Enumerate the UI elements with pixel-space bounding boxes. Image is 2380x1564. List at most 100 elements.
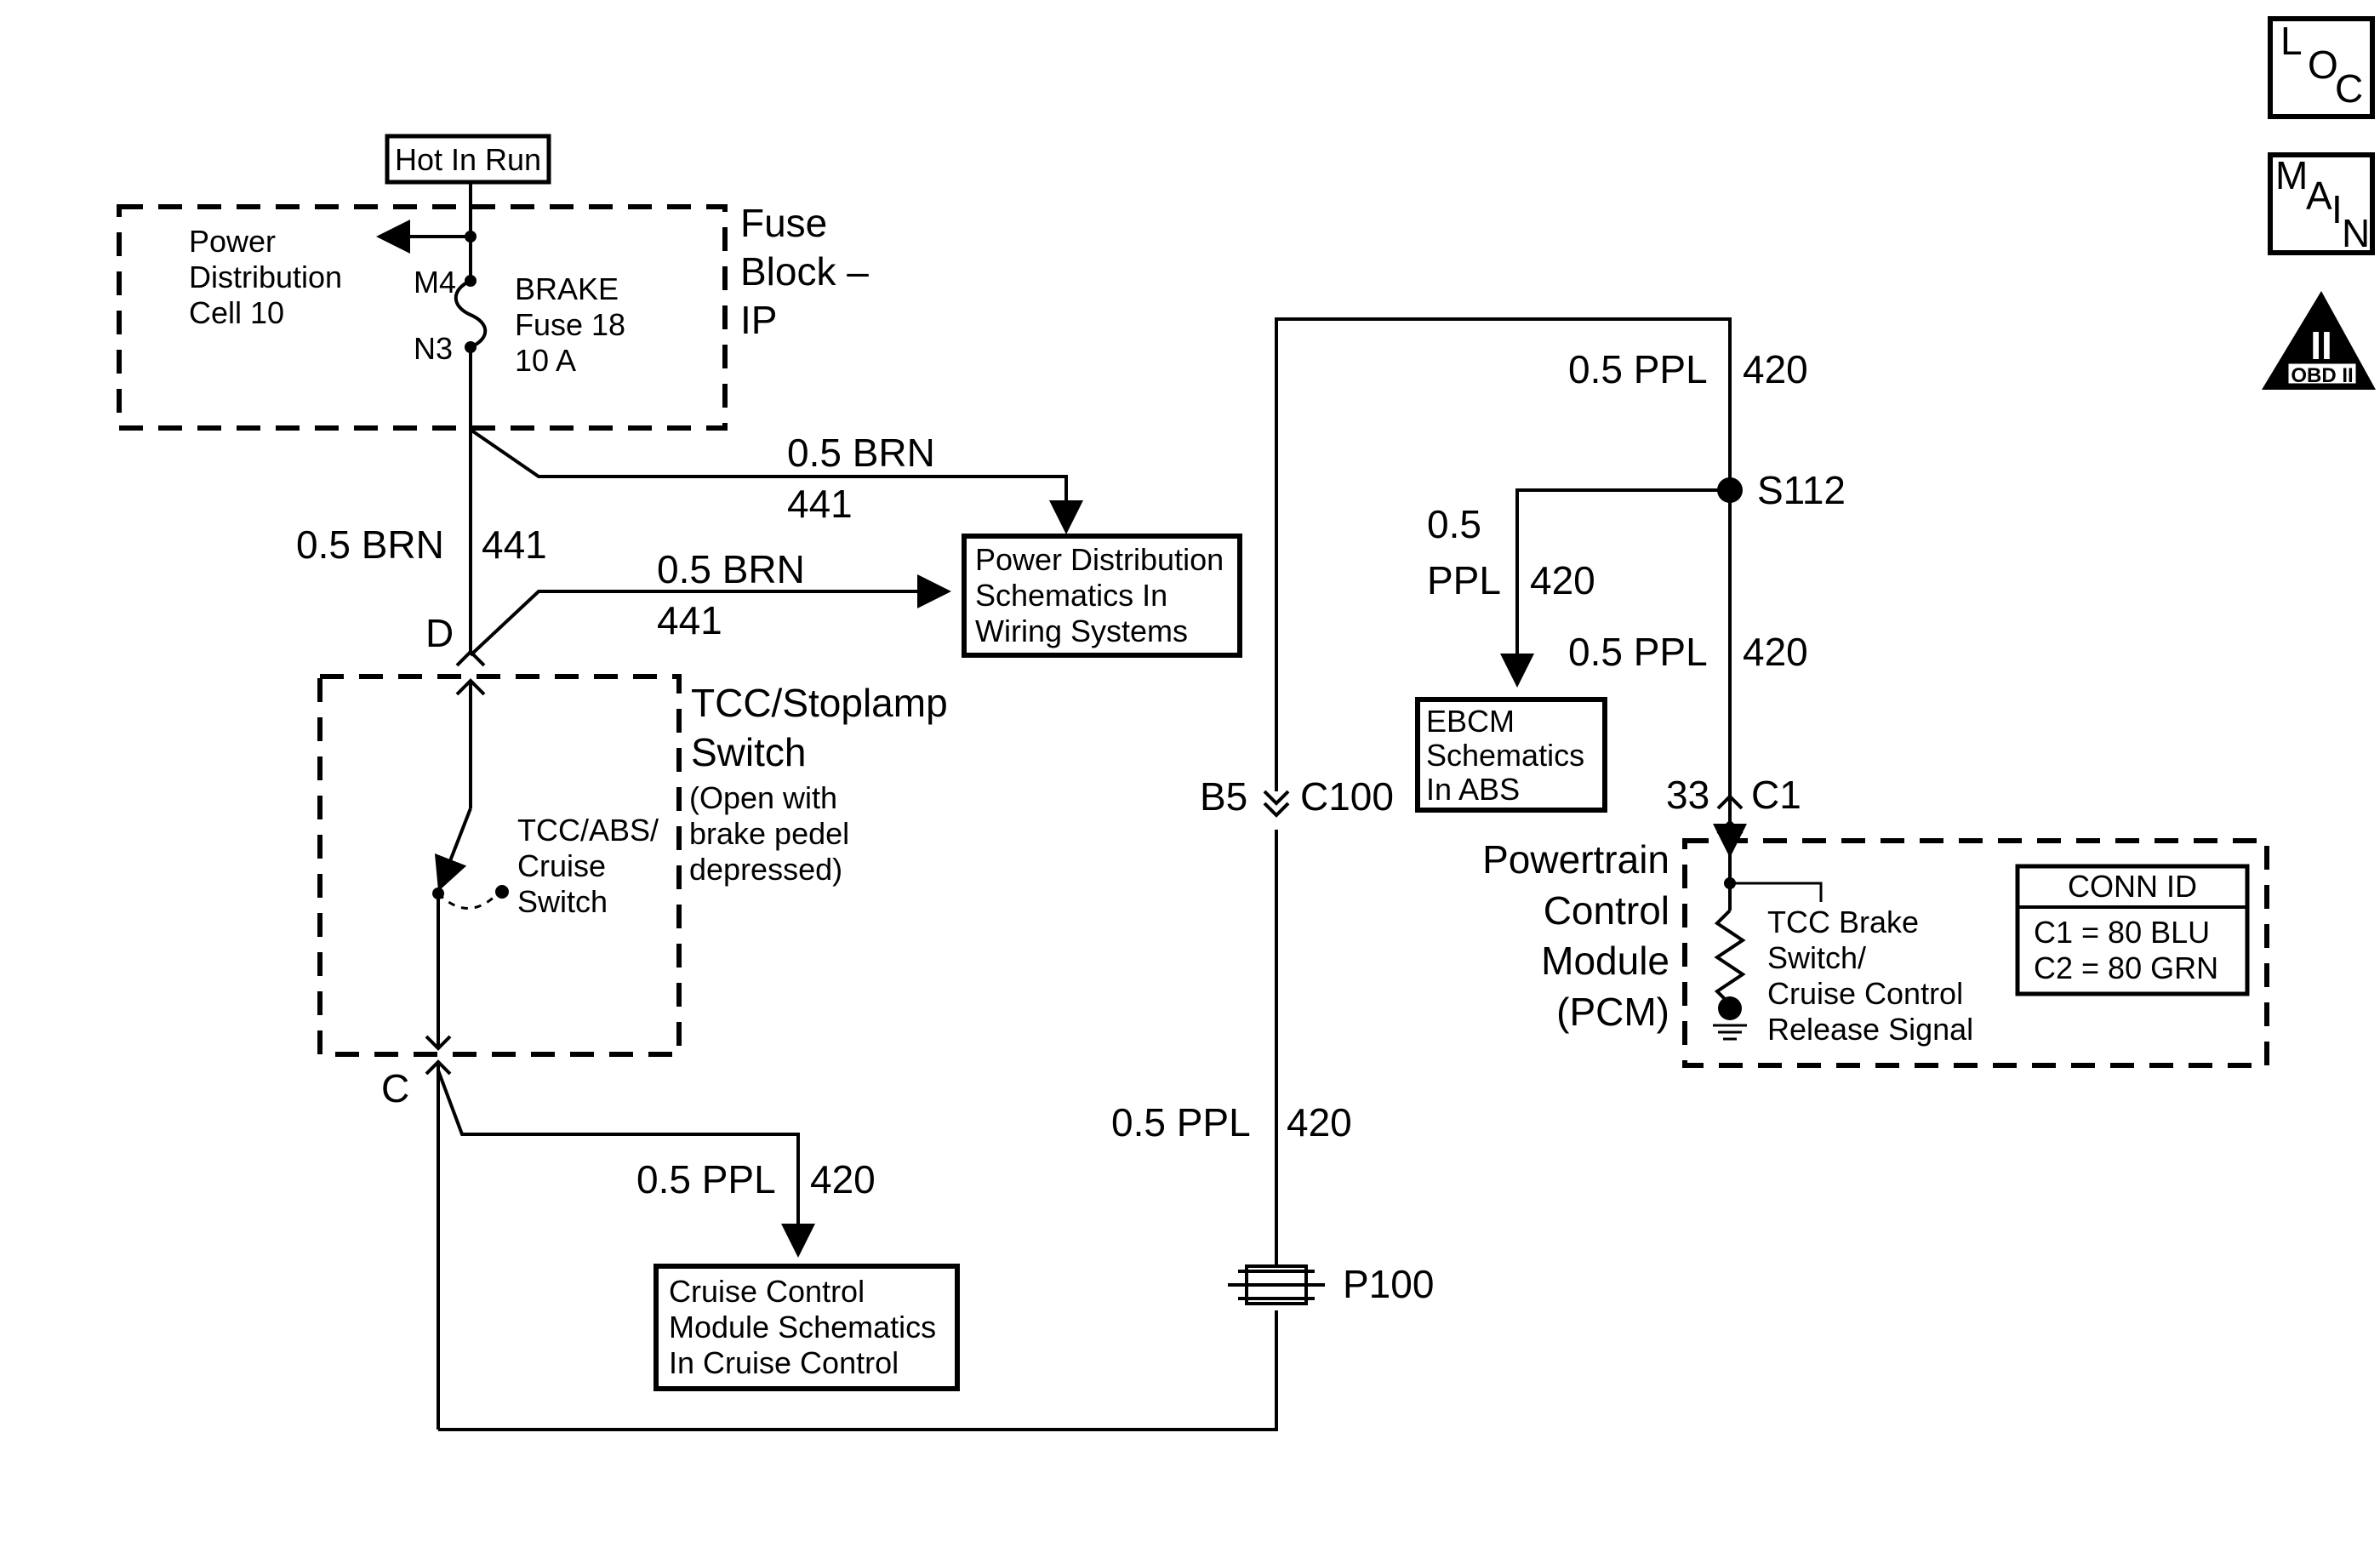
circuit-label-420-ebcm: 420 (1530, 558, 1595, 602)
svg-text:IP: IP (740, 298, 777, 342)
switch-blade (434, 808, 472, 892)
switch-open-contact (495, 885, 509, 899)
circuit-441-branch-lower (469, 574, 951, 657)
svg-text:Switch: Switch (517, 884, 608, 919)
circuit-441-branch-upper (469, 428, 1083, 534)
wire-label-brn-upper: 0.5 BRN (787, 431, 935, 475)
main-icon[interactable]: M A I N (2268, 152, 2375, 255)
c100-pin-label: B5 (1200, 774, 1247, 819)
conn-id-row-c2: C2 = 80 GRN (2034, 950, 2218, 985)
circuit-label-420-p100: 420 (1287, 1100, 1352, 1144)
svg-text:Schematics In: Schematics In (975, 578, 1167, 613)
wire-label-ppl-cruise: 0.5 PPL (636, 1157, 776, 1202)
hot-in-run-label: Hot In Run (385, 134, 551, 185)
circuit-label-420-pcm: 420 (1743, 630, 1808, 674)
switch-travel-arc (437, 892, 499, 910)
svg-text:In Cruise Control: In Cruise Control (669, 1345, 899, 1380)
svg-text:Cruise: Cruise (517, 848, 606, 883)
cruise-control-reference-box[interactable]: Cruise Control Module Schematics In Crui… (654, 1264, 960, 1391)
c100-connector-upper (1263, 790, 1290, 806)
pcm-outline (1682, 838, 2269, 1068)
pin-c-label: C (381, 1066, 409, 1110)
wire-label-ppl-pcm: 0.5 PPL (1568, 630, 1708, 674)
svg-text:depressed): depressed) (689, 852, 842, 887)
circuit-label-441-lower: 441 (657, 598, 722, 642)
fuse-feed-junction (465, 231, 477, 243)
svg-text:Switch/: Switch/ (1767, 940, 1866, 975)
c1-connector-lower (1716, 819, 1744, 836)
conn-id-title: CONN ID (2068, 869, 2197, 904)
connector-d-symbol (455, 649, 486, 667)
connector-c-mate (425, 1035, 452, 1051)
tcc-stoplamp-switch-title: TCC/Stoplamp Switch (691, 681, 948, 774)
wire-label-ppl-top: 0.5 PPL (1568, 347, 1708, 391)
loc-letter-l: L (2280, 19, 2303, 63)
loc-letter-c: C (2335, 66, 2363, 111)
wire-label-brn-lower: 0.5 BRN (657, 547, 805, 591)
tcc-stoplamp-switch-outline (317, 674, 682, 1057)
svg-text:Power Distribution: Power Distribution (975, 542, 1224, 577)
obd-numeral: II (2310, 323, 2332, 368)
wire-size-ebcm: 0.5 (1427, 502, 1481, 546)
svg-text:Fuse 18: Fuse 18 (515, 307, 625, 342)
c100-label: C100 (1300, 774, 1394, 819)
svg-text:(Open with: (Open with (689, 780, 837, 815)
svg-text:EBCM: EBCM (1426, 704, 1515, 739)
pcm-title: Powertrain Control Module (PCM) (1482, 837, 1669, 1034)
svg-text:Wiring Systems: Wiring Systems (975, 614, 1188, 648)
svg-text:Distribution: Distribution (189, 260, 342, 294)
svg-text:(PCM): (PCM) (1556, 990, 1669, 1034)
wire-color-ebcm: PPL (1427, 558, 1501, 602)
switch-open-note: (Open with brake pedel depressed) (689, 780, 849, 887)
svg-text:Module: Module (1541, 939, 1669, 983)
main-letter-a: A (2306, 174, 2332, 218)
c100-connector-lower (1263, 802, 1290, 818)
svg-text:Switch: Switch (691, 730, 806, 774)
wire-label-brn-main: 0.5 BRN (296, 522, 444, 567)
wire-label-ppl-p100: 0.5 PPL (1111, 1100, 1251, 1144)
circuit-label-420-cruise: 420 (810, 1157, 876, 1202)
brake-fuse-label: BRAKE Fuse 18 10 A (515, 271, 625, 378)
circuit-420-ebcm-branch (1500, 488, 1730, 688)
s112-label: S112 (1757, 468, 1846, 512)
c1-connector-upper (1716, 794, 1744, 810)
loc-icon[interactable]: L O C (2268, 16, 2375, 119)
svg-text:In ABS: In ABS (1426, 772, 1520, 807)
svg-text:Control: Control (1544, 888, 1669, 933)
svg-text:BRAKE: BRAKE (515, 271, 619, 306)
main-letter-m: M (2275, 153, 2308, 197)
ebcm-reference-box[interactable]: EBCM Schematics In ABS (1415, 697, 1607, 813)
fuse-block-title: Fuse Block – IP (740, 201, 869, 342)
p100-label: P100 (1343, 1262, 1434, 1306)
power-distribution-reference-box[interactable]: Power Distribution Schematics In Wiring … (962, 534, 1242, 658)
svg-text:Powertrain: Powertrain (1482, 837, 1669, 882)
svg-text:Power: Power (189, 224, 276, 259)
pcm-signal-tap (1730, 882, 1823, 902)
svg-text:Module Schematics: Module Schematics (669, 1310, 936, 1344)
pin-d-label: D (425, 611, 454, 655)
svg-text:Cruise Control: Cruise Control (669, 1274, 865, 1309)
circuit-label-441-upper: 441 (787, 482, 853, 526)
power-distribution-cell-label: Power Distribution Cell 10 (189, 224, 342, 330)
pin-n3-label: N3 (414, 331, 453, 366)
svg-text:Cell 10: Cell 10 (189, 295, 284, 330)
brake-fuse-symbol (454, 279, 488, 349)
circuit-420-bottom-wire (438, 1310, 1278, 1431)
svg-text:Release Signal: Release Signal (1767, 1012, 1973, 1047)
conn-id-row-c1: C1 = 80 BLU (2034, 915, 2210, 950)
c1-label: C1 (1751, 773, 1801, 817)
tcc-brake-switch-signal-label: TCC Brake Switch/ Cruise Control Release… (1767, 905, 1973, 1047)
main-letter-i: I (2331, 187, 2343, 231)
fuse-block-outline (117, 204, 728, 431)
svg-text:Hot In Run: Hot In Run (395, 142, 541, 177)
obd-ii-icon[interactable]: II OBD II (2262, 291, 2376, 390)
p100-connector (1228, 1264, 1325, 1305)
ground-icon (1713, 1024, 1747, 1041)
svg-text:TCC/ABS/: TCC/ABS/ (517, 813, 659, 848)
pcm-pulldown-resistor-icon (1714, 909, 1746, 1006)
svg-text:Fuse: Fuse (740, 201, 827, 245)
circuit-label-420-top: 420 (1743, 347, 1808, 391)
svg-text:TCC Brake: TCC Brake (1767, 905, 1919, 939)
tcc-abs-cruise-switch-label: TCC/ABS/ Cruise Switch (517, 813, 659, 919)
